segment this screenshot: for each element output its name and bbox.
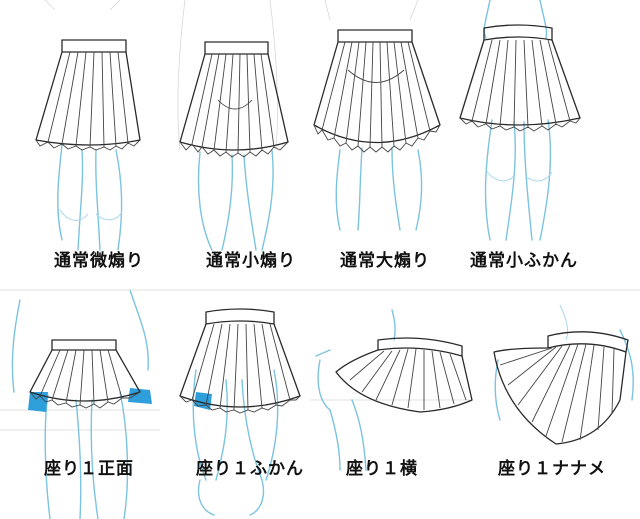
panel-label-5: 座り１正面 — [44, 459, 134, 479]
skirt-drawing-6 — [179, 308, 301, 516]
panel-label-4: 通常小ふかん — [470, 251, 578, 271]
skirt-drawing-7 — [310, 309, 473, 471]
skirt-drawing-1 — [35, 0, 141, 251]
skirt-drawing-4 — [459, 0, 581, 241]
panel-label-3: 通常大煽り — [340, 251, 430, 271]
panel-label-6: 座り１ふかん — [196, 459, 304, 479]
skirt-drawing-2 — [177, 0, 289, 251]
panel-label-8: 座り１ナナメ — [498, 459, 606, 479]
skirt-drawing-3 — [313, 0, 441, 231]
skirt-drawing-8 — [493, 304, 634, 445]
panel-label-2: 通常小煽り — [206, 251, 296, 271]
panel-label-1: 通常微煽り — [54, 251, 144, 271]
panel-label-7: 座り１横 — [346, 459, 418, 479]
skirt-drawing-5 — [0, 289, 160, 519]
